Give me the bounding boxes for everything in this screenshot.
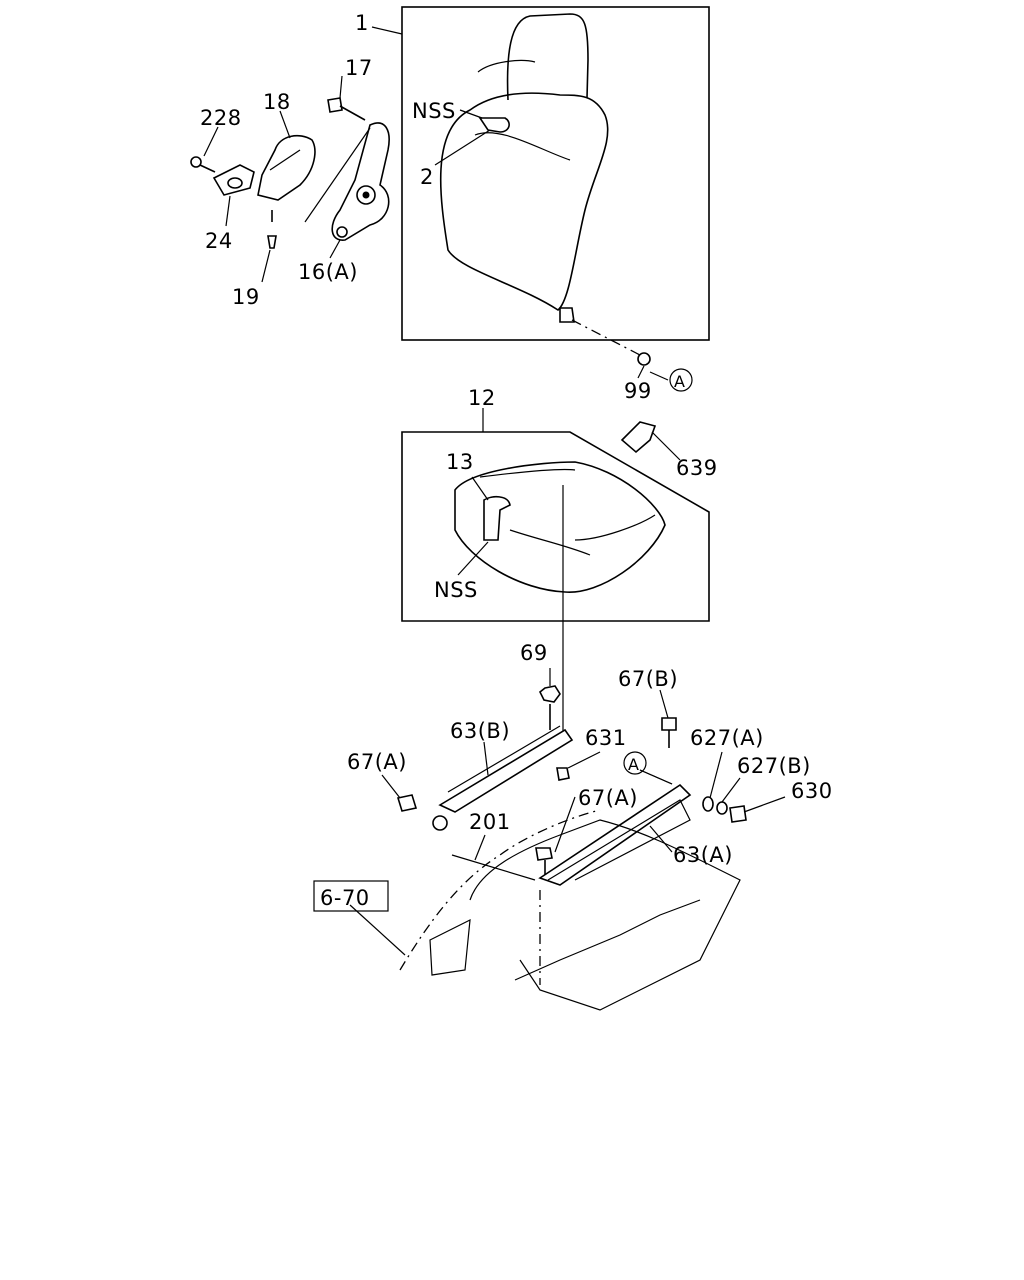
callout-63b: 63(B) — [450, 719, 510, 743]
bolt-part-67a-middle — [535, 847, 553, 861]
callout-99: 99 — [624, 379, 652, 403]
ref-a-bottom: A — [628, 755, 639, 774]
washer-part-627a — [702, 796, 714, 812]
cover-part-18 — [257, 134, 316, 201]
rail-part-63a — [538, 783, 692, 886]
callout-12: 12 — [468, 386, 496, 410]
callout-18: 18 — [263, 90, 291, 114]
callout-13: 13 — [446, 450, 474, 474]
callout-67a-left: 67(A) — [347, 750, 407, 774]
callout-24: 24 — [205, 229, 233, 253]
leader-lines — [203, 26, 786, 956]
callout-nss-cushion: NSS — [434, 578, 478, 602]
callout-17: 17 — [345, 56, 373, 80]
floor-leader — [399, 809, 601, 971]
nut-part-69 — [538, 685, 561, 703]
callout-16a: 16(A) — [298, 260, 358, 284]
clip-part-639 — [620, 421, 657, 454]
page-ref-6-70[interactable]: 6-70 — [320, 886, 370, 910]
rail-part-63b — [438, 728, 574, 813]
rail-group — [396, 685, 747, 1011]
strap-part-13 — [483, 495, 511, 541]
bolt-part-67b — [661, 717, 677, 731]
nut-part-630 — [729, 805, 747, 823]
callout-1: 1 — [355, 11, 369, 35]
seat-back-frame — [401, 6, 710, 341]
callout-63a: 63(A) — [673, 843, 733, 867]
nut-part-99 — [637, 352, 651, 366]
hook-part-2 — [478, 117, 510, 133]
recliner-group — [190, 97, 390, 249]
bolt-part-67a-left — [396, 794, 418, 812]
ref-circle-a-bottom — [623, 751, 647, 775]
callout-19: 19 — [232, 285, 260, 309]
seat-cushion-group — [401, 421, 710, 735]
seat-back-cushion — [439, 92, 609, 311]
screw-part-228 — [190, 156, 202, 168]
seat-cushion-frame — [401, 431, 710, 622]
screw-part-19 — [267, 235, 277, 249]
callout-69: 69 — [520, 641, 548, 665]
headrest — [506, 13, 589, 101]
callout-labels: 1 17 18 228 NSS 2 24 16(A) 19 99 A 12 63… — [200, 11, 833, 912]
seat-cushion — [454, 461, 666, 593]
callout-630: 630 — [791, 779, 833, 803]
callout-627a: 627(A) — [690, 726, 764, 750]
callout-627b: 627(B) — [737, 754, 811, 778]
bolt-part-17 — [327, 97, 343, 113]
back-fastener — [559, 307, 575, 323]
callout-631: 631 — [585, 726, 627, 750]
callout-67b: 67(B) — [618, 667, 678, 691]
ref-a-top: A — [674, 372, 685, 391]
callout-228: 228 — [200, 106, 242, 130]
ref-circle-a-top — [669, 368, 693, 392]
recliner-part-16a — [331, 122, 390, 241]
screw-part-631 — [556, 767, 570, 781]
seat-back-seam — [474, 132, 571, 161]
page-ref-box — [313, 880, 389, 912]
knob-part-24 — [212, 164, 255, 196]
washer-part-627b — [716, 801, 728, 815]
callout-2: 2 — [420, 165, 434, 189]
seat-back-group — [401, 6, 710, 366]
callout-nss-back: NSS — [412, 99, 456, 123]
callout-201: 201 — [469, 810, 511, 834]
callout-67a-mid: 67(A) — [578, 786, 638, 810]
callout-639: 639 — [676, 456, 718, 480]
